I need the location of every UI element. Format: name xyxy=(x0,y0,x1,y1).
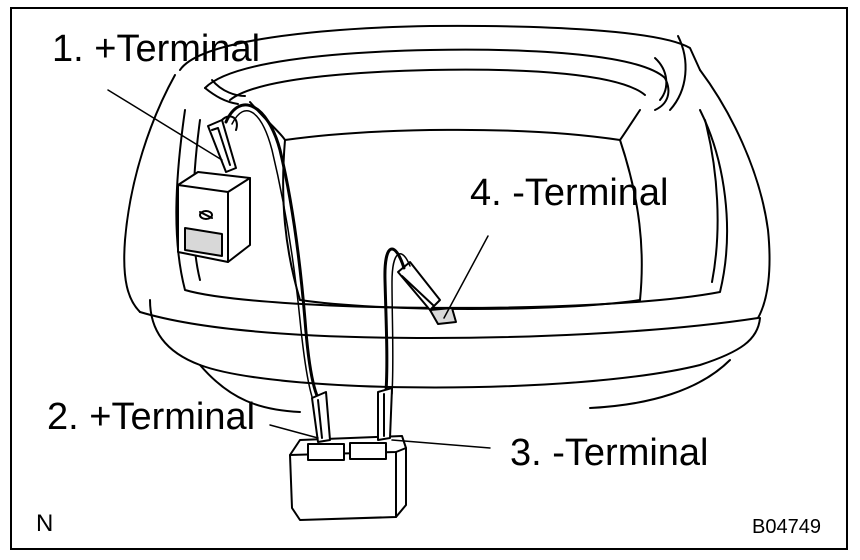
label-terminal-1: 1. +Terminal xyxy=(52,30,260,68)
leader-line-2 xyxy=(270,425,318,438)
bumper xyxy=(200,360,730,412)
clamp-terminal-3 xyxy=(378,388,392,440)
clamp-terminal-4 xyxy=(398,262,456,324)
trunk-lid-inner xyxy=(205,50,665,88)
trunk-floor xyxy=(283,140,300,300)
leader-line-1 xyxy=(108,90,222,160)
leader-line-3 xyxy=(392,440,490,448)
label-terminal-4: 4. -Terminal xyxy=(470,174,669,212)
trunk-battery xyxy=(178,172,250,262)
body-right-side xyxy=(700,70,770,318)
body-left-side xyxy=(124,75,175,312)
corner-mark: N xyxy=(36,512,53,536)
booster-battery xyxy=(290,436,406,520)
figure-code: B04749 xyxy=(752,517,821,537)
label-terminal-3: 3. -Terminal xyxy=(510,434,709,472)
label-terminal-2: 2. +Terminal xyxy=(47,398,255,436)
lid-hinge-right xyxy=(655,58,668,110)
clamp-terminal-1 xyxy=(208,116,237,172)
leader-line-4 xyxy=(444,236,488,318)
clamp-terminal-2 xyxy=(312,392,330,442)
